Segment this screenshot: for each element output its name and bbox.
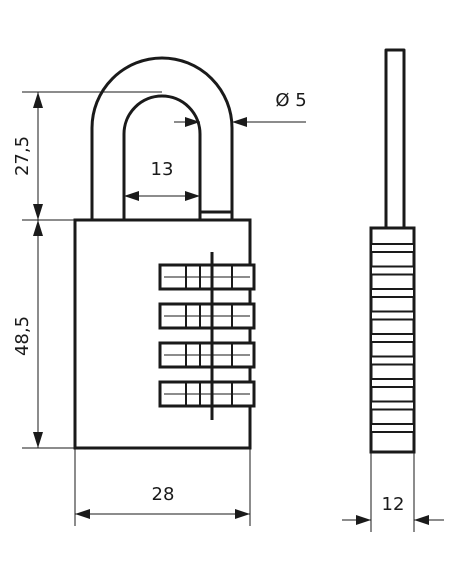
lock-body	[73, 218, 252, 450]
arrow-shackle-height-top	[33, 92, 43, 108]
arrow-diameter-right	[232, 117, 247, 127]
side-rib	[370, 355, 415, 366]
body-height-label: 48,5	[12, 316, 33, 356]
dial-group	[158, 252, 256, 420]
arrow-side-right	[414, 515, 429, 525]
arrow-shackle-height-bottom	[33, 204, 43, 220]
side-rib	[370, 310, 415, 321]
arrow-body-width-left	[75, 509, 90, 519]
arrow-shackle-inner-right	[185, 191, 200, 201]
shackle-height-label: 27,5	[12, 136, 33, 176]
side-rib	[370, 243, 415, 253]
side-rib	[370, 333, 415, 343]
side-thickness-label: 12	[382, 494, 405, 515]
side-view	[369, 48, 416, 454]
arrow-side-left	[356, 515, 371, 525]
shackle-diameter-label: Ø 5	[275, 90, 306, 111]
body-width-label: 28	[152, 484, 175, 505]
front-dimensions: 27,5 48,5 13 Ø 5 28	[12, 90, 307, 526]
arrow-shackle-inner-left	[124, 191, 139, 201]
side-rib-group	[370, 243, 415, 433]
front-view	[73, 56, 256, 450]
shackle-inner	[122, 94, 202, 220]
shackle-outer	[90, 56, 234, 220]
arrow-body-height-top	[33, 220, 43, 236]
side-rib	[370, 378, 415, 388]
arrow-body-width-right	[235, 509, 250, 519]
side-rib	[370, 288, 415, 298]
side-dimensions: 12	[342, 452, 444, 532]
side-shackle	[384, 48, 406, 232]
arrow-body-height-bottom	[33, 432, 43, 448]
side-rib	[370, 423, 415, 433]
side-rib	[370, 265, 415, 276]
side-rib	[370, 400, 415, 411]
arrow-diameter-left	[185, 117, 200, 127]
shackle-inner-width-label: 13	[151, 159, 174, 180]
